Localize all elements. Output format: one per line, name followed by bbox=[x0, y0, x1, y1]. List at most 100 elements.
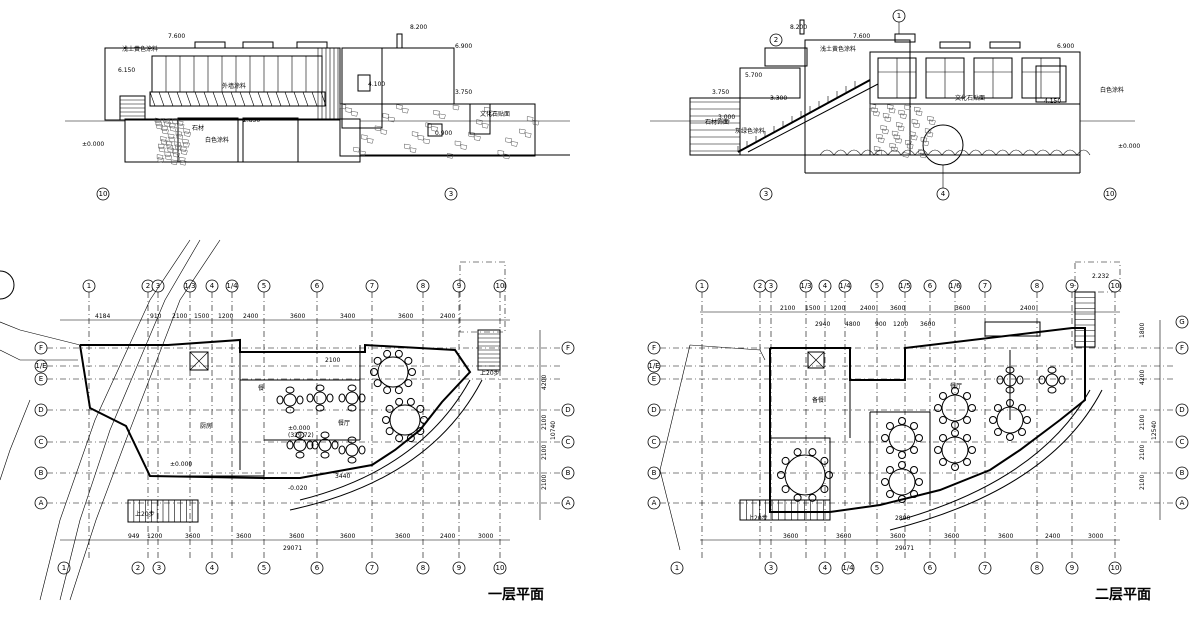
level-mark: (329.72) bbox=[288, 432, 314, 439]
axis-bubble bbox=[416, 561, 430, 575]
stone-piece bbox=[898, 109, 906, 116]
chair bbox=[406, 397, 415, 406]
axis-3: 3 bbox=[764, 279, 778, 293]
axis-label: B bbox=[652, 469, 657, 477]
axis-label: E bbox=[39, 375, 43, 383]
axis-4: 4 bbox=[818, 279, 832, 293]
dimension-bottom: 2400 bbox=[440, 533, 455, 540]
stair-rail bbox=[747, 83, 879, 153]
axis-3: 3 bbox=[759, 187, 773, 201]
stone-piece bbox=[402, 107, 409, 114]
axis-1-3: 1/3 bbox=[183, 279, 197, 293]
level-label: 4.150 bbox=[1044, 98, 1061, 105]
square-table-2 bbox=[338, 384, 366, 412]
ground-wing bbox=[339, 103, 536, 157]
service-core bbox=[807, 351, 825, 369]
interior-wall bbox=[770, 437, 831, 512]
table-top bbox=[345, 443, 359, 457]
axis-1-4: 1/4 bbox=[841, 561, 855, 575]
chair bbox=[820, 485, 829, 494]
axis-D: D bbox=[647, 403, 661, 417]
axis-5: 5 bbox=[257, 279, 271, 293]
axis-A: A bbox=[647, 496, 661, 510]
axis-label: 10 bbox=[1111, 282, 1120, 290]
chair bbox=[385, 404, 394, 413]
axis-label: 5 bbox=[262, 564, 266, 572]
upper-box bbox=[381, 47, 455, 105]
garden-wall-arc bbox=[846, 149, 875, 156]
chair bbox=[358, 393, 366, 403]
window bbox=[427, 123, 443, 137]
stone-piece bbox=[380, 129, 388, 135]
axis-label: 1/6 bbox=[949, 282, 961, 290]
stone-piece bbox=[913, 122, 921, 129]
stone-piece bbox=[893, 134, 901, 140]
chimney bbox=[396, 33, 403, 49]
axis-bubble bbox=[764, 561, 778, 575]
chair bbox=[416, 427, 425, 436]
table-top bbox=[313, 391, 327, 405]
curved-terrace-edge bbox=[289, 379, 483, 511]
level-label: 7.600 bbox=[853, 33, 870, 40]
axis-label: 2 bbox=[774, 36, 778, 44]
axis-1: 1 bbox=[82, 279, 96, 293]
table-top bbox=[293, 438, 307, 452]
stone-piece bbox=[382, 113, 390, 119]
service-core bbox=[807, 351, 825, 369]
chair bbox=[1023, 416, 1031, 424]
chair bbox=[311, 440, 319, 450]
axis-1-5: 1/5 bbox=[898, 279, 912, 293]
garden-wall-arc bbox=[900, 149, 929, 156]
dimension-bottom: 2400 bbox=[1045, 533, 1060, 540]
rail-lattice bbox=[167, 91, 174, 107]
ground-glazing bbox=[177, 117, 239, 163]
stone-piece bbox=[882, 112, 890, 119]
chair bbox=[938, 458, 947, 467]
stone-piece bbox=[425, 122, 433, 129]
stone-piece bbox=[167, 147, 175, 153]
chair bbox=[968, 404, 976, 412]
axis-bubble bbox=[561, 435, 575, 449]
stone-piece bbox=[887, 104, 894, 110]
stone-piece bbox=[452, 104, 460, 111]
axis-10: 10 bbox=[1108, 279, 1122, 293]
stone-piece bbox=[914, 106, 921, 113]
stone-piece bbox=[911, 119, 919, 125]
axis-7: 7 bbox=[365, 561, 379, 575]
axis-label: 3 bbox=[449, 190, 453, 198]
stair-tower bbox=[341, 47, 383, 129]
chair bbox=[408, 368, 416, 376]
dimension-top: 1200 bbox=[218, 313, 233, 320]
chair bbox=[938, 416, 947, 425]
dimension-top: 1200 bbox=[830, 305, 845, 312]
stair-note: 上20步 bbox=[480, 369, 500, 377]
chair bbox=[808, 493, 817, 502]
dimension-bottom: 3000 bbox=[478, 533, 493, 540]
dimension-right: 2100 bbox=[1139, 475, 1146, 490]
round-table-large bbox=[777, 448, 833, 502]
stone-piece bbox=[176, 133, 184, 140]
chair bbox=[306, 393, 314, 403]
axis-C: C bbox=[34, 435, 48, 449]
stone-piece bbox=[179, 156, 186, 163]
axis-10: 10 bbox=[493, 279, 507, 293]
material-note: 文化石贴面 bbox=[955, 94, 985, 102]
stone-piece bbox=[181, 149, 188, 155]
dimension-top: 3400 bbox=[340, 313, 355, 320]
chair bbox=[404, 356, 413, 365]
interior-wall bbox=[150, 470, 265, 477]
axis-bubble bbox=[310, 561, 324, 575]
stone-piece bbox=[359, 150, 366, 157]
dimension-top: 2400 bbox=[1020, 305, 1035, 312]
table-top bbox=[389, 404, 421, 436]
level-label: 6.150 bbox=[118, 67, 135, 74]
table-top bbox=[888, 424, 916, 452]
stone-piece bbox=[895, 137, 903, 144]
rail-lattice bbox=[293, 91, 300, 107]
axis-label: 10 bbox=[99, 190, 108, 198]
garden-wall-arc bbox=[819, 149, 848, 156]
stone-piece bbox=[417, 134, 425, 141]
chair bbox=[416, 404, 425, 413]
